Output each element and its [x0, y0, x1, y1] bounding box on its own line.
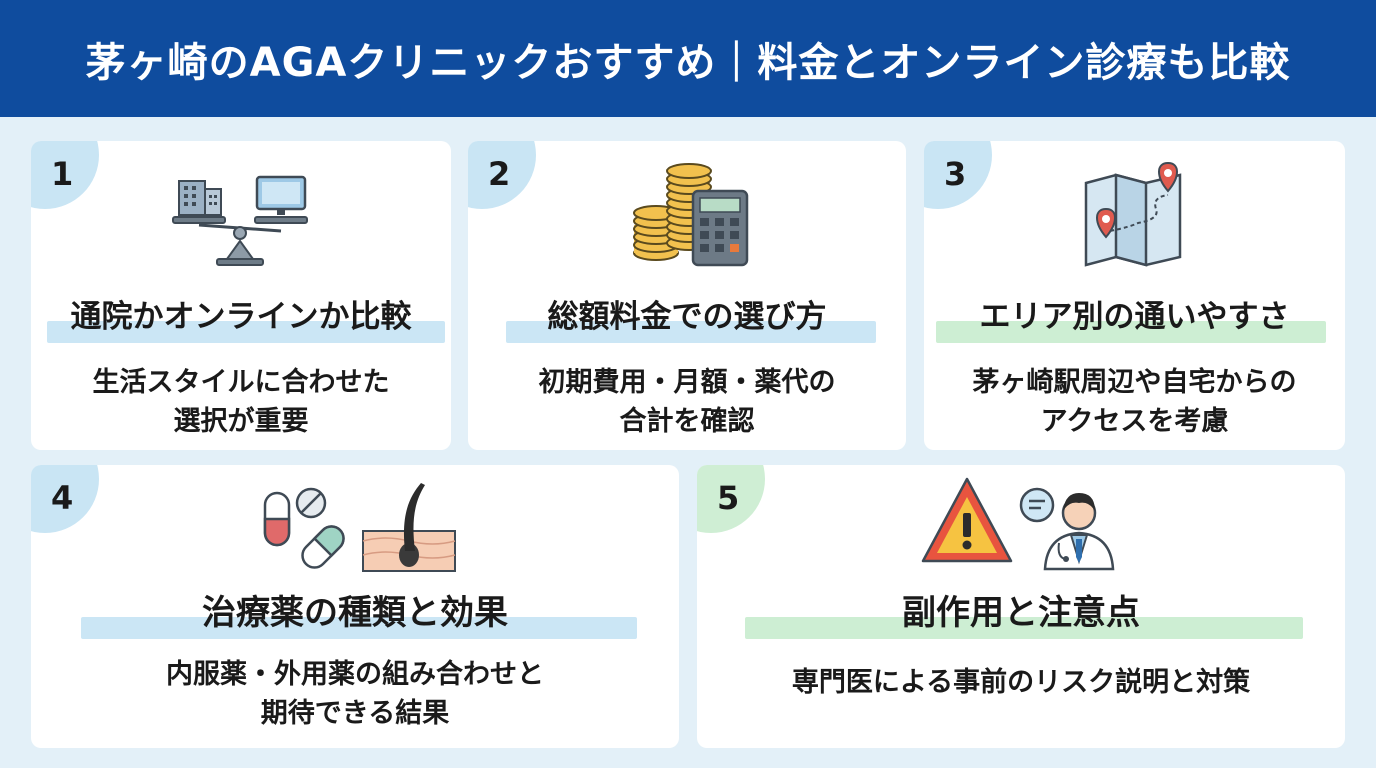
card-title: 治療薬の種類と効果	[202, 593, 508, 633]
card-description-line: 茅ヶ崎駅周辺や自宅からの	[972, 367, 1297, 398]
card-title: 副作用と注意点	[902, 593, 1140, 633]
warning-doctor-icon	[921, 477, 1115, 571]
card-1: 1 通院かオンラインか比較 生活スタイルに合わせた 選択が重要	[31, 141, 451, 450]
card-description-line: 内服薬・外用薬の組み合わせと	[166, 659, 544, 690]
card-number: 5	[717, 479, 740, 517]
pills-hair-follicle-icon	[263, 483, 456, 572]
page-header: 茅ヶ崎のAGAクリニックおすすめ｜料金とオンライン診療も比較	[0, 0, 1376, 117]
card-title: エリア別の通いやすさ	[979, 299, 1290, 335]
card-description-line: 期待できる結果	[260, 698, 450, 730]
card-description-line: 初期費用・月額・薬代の	[538, 367, 836, 398]
card-number: 2	[488, 155, 511, 193]
card-number: 4	[51, 479, 74, 517]
card-description-line: 生活スタイルに合わせた	[92, 367, 390, 398]
card-title: 通院かオンラインか比較	[70, 299, 412, 335]
coins-calculator-icon	[633, 163, 749, 267]
card-3: 3 エリア別の通いやすさ 茅ヶ崎駅周辺や自宅からの アクセスを考慮	[924, 141, 1345, 450]
card-description-line: 合計を確認	[619, 406, 755, 438]
card-number: 3	[944, 155, 967, 193]
card-2: 2 総額料金での選び方 初期費用・月額・薬代の 合計を確認	[468, 141, 906, 450]
card-description-line: アクセスを考慮	[1040, 406, 1229, 438]
card-4: 4 治療薬の種類と効果 内服薬・外用薬の組み合わせと 期待できる結果	[31, 465, 679, 748]
page-title: 茅ヶ崎のAGAクリニックおすすめ｜料金とオンライン診療も比較	[85, 39, 1291, 86]
clinic-vs-online-scale-icon	[172, 175, 308, 266]
card-description-line: 選択が重要	[173, 406, 309, 438]
card-number: 1	[51, 155, 74, 193]
card-5: 5 副作用と注意点 専門医による事前のリスク説明と対策	[697, 465, 1345, 748]
map-pin-icon	[1084, 161, 1182, 267]
card-description-line: 専門医による事前のリスク説明と対策	[791, 667, 1251, 698]
card-title: 総額料金での選び方	[547, 299, 827, 335]
